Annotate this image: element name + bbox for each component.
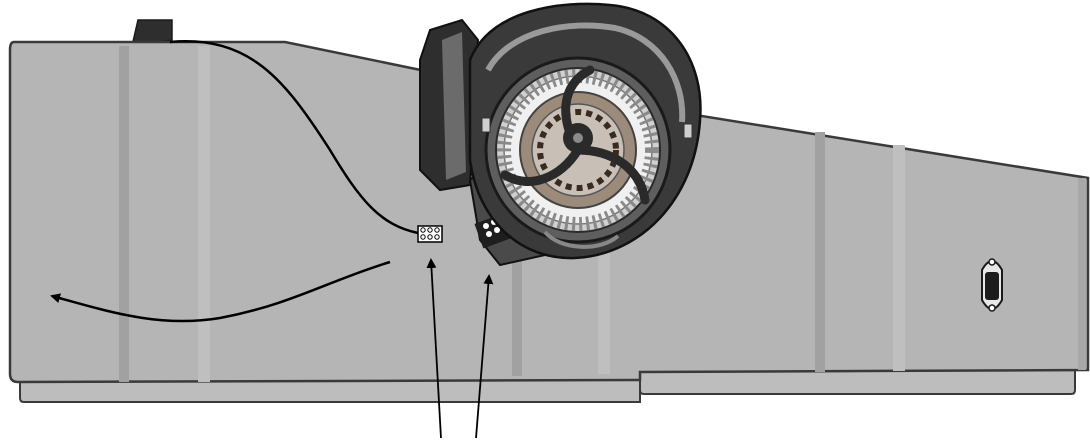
base-plate-right — [639, 368, 1076, 395]
blower-fan — [419, 2, 702, 267]
housing-stripe — [1078, 178, 1086, 370]
wire-harness — [169, 40, 419, 235]
housing-stripe — [893, 145, 905, 371]
connector-plug — [417, 225, 443, 243]
power-inlet-icon — [981, 258, 1003, 312]
housing-stripe — [815, 132, 825, 372]
housing-stripe — [598, 238, 610, 374]
pointer-arrow-icon — [426, 258, 442, 439]
pointer-arrow-icon — [475, 274, 494, 439]
curved-arrow-icon — [50, 260, 391, 323]
housing-stripe — [512, 238, 522, 376]
base-plate-left — [19, 379, 641, 403]
housing-stripe — [198, 46, 210, 382]
housing-stripe — [119, 46, 129, 382]
